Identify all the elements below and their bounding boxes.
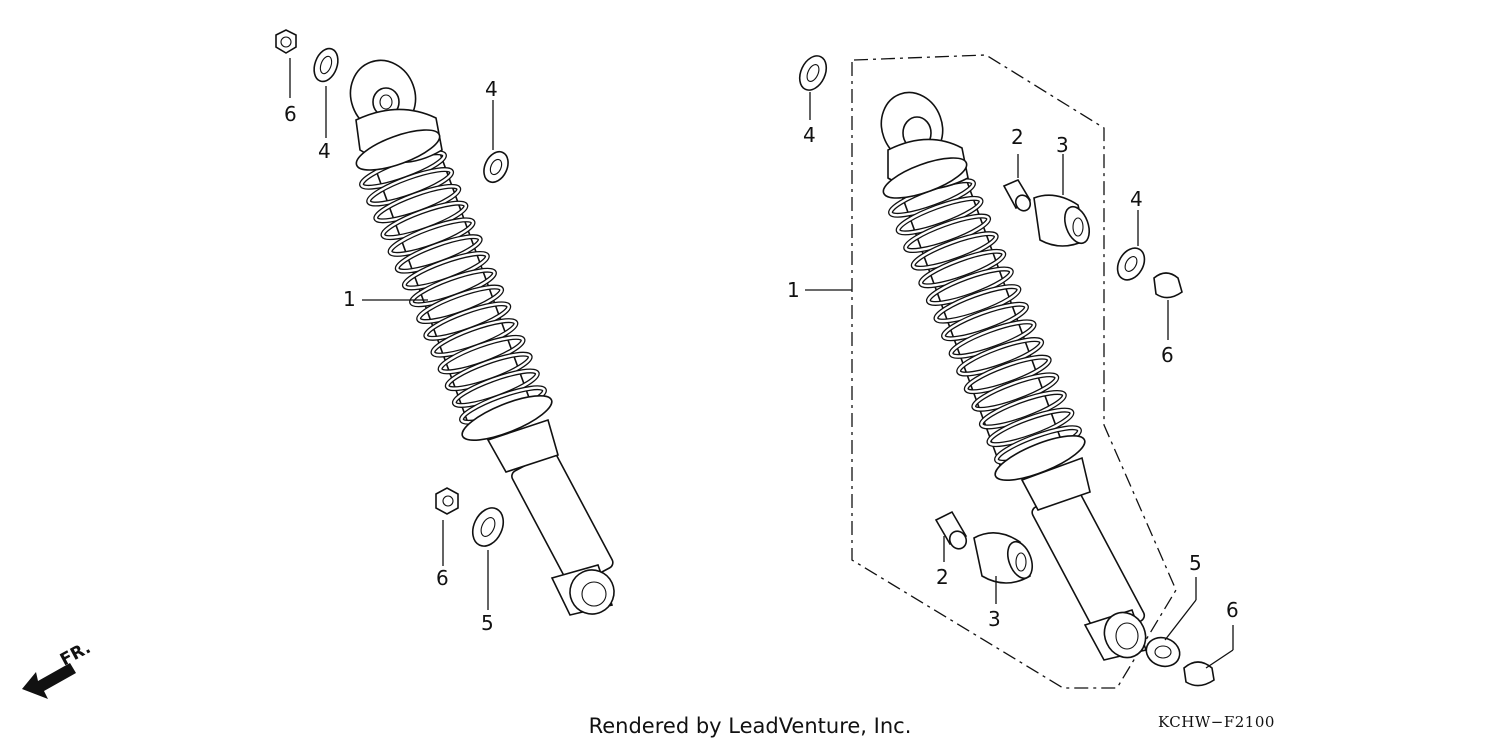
left-nut-bottom[interactable] <box>435 487 459 515</box>
right-collar-bottom[interactable] <box>934 510 969 552</box>
assembly-outline <box>851 54 1177 689</box>
right-cap-nut-top[interactable] <box>1153 272 1183 299</box>
callout-5: 5 <box>481 611 494 635</box>
footer-credit: Rendered by LeadVenture, Inc. <box>588 714 912 738</box>
direction-label: FR. <box>57 638 94 670</box>
right-bushing-bottom[interactable] <box>973 532 1037 584</box>
callout-4: 4 <box>485 77 498 101</box>
left-shock-absorber[interactable] <box>341 51 622 621</box>
right-washer-bottom[interactable] <box>1142 633 1184 671</box>
callout-4: 4 <box>1130 187 1143 211</box>
right-spring <box>888 178 1082 465</box>
callout-6: 6 <box>1161 343 1174 367</box>
callout-3: 3 <box>988 607 1001 631</box>
callout-4: 4 <box>803 123 816 147</box>
callout-3: 3 <box>1056 133 1069 157</box>
callout-5: 5 <box>1189 551 1202 575</box>
callout-4: 4 <box>318 139 331 163</box>
right-washer-top[interactable] <box>795 52 832 95</box>
left-washer-top[interactable] <box>310 45 342 84</box>
callout-6: 6 <box>436 566 449 590</box>
right-shock-absorber[interactable] <box>872 84 1153 664</box>
diagram-code: KCHW−F2100 <box>1158 713 1275 731</box>
front-arrow-icon: FR. <box>22 638 94 699</box>
callout-2: 2 <box>936 565 949 589</box>
right-washer-mid[interactable] <box>1112 243 1150 284</box>
left-washer-mid[interactable] <box>479 148 512 186</box>
callout-2: 2 <box>1011 125 1024 149</box>
right-bushing-top[interactable] <box>1033 194 1094 247</box>
callout-1: 1 <box>343 287 356 311</box>
callout-6: 6 <box>1226 598 1239 622</box>
right-collar-top[interactable] <box>1002 178 1033 213</box>
left-washer-bottom[interactable] <box>467 503 509 551</box>
callout-6: 6 <box>284 102 297 126</box>
left-nut-top[interactable] <box>275 29 297 54</box>
callout-1: 1 <box>787 278 800 302</box>
left-spring <box>359 150 547 425</box>
